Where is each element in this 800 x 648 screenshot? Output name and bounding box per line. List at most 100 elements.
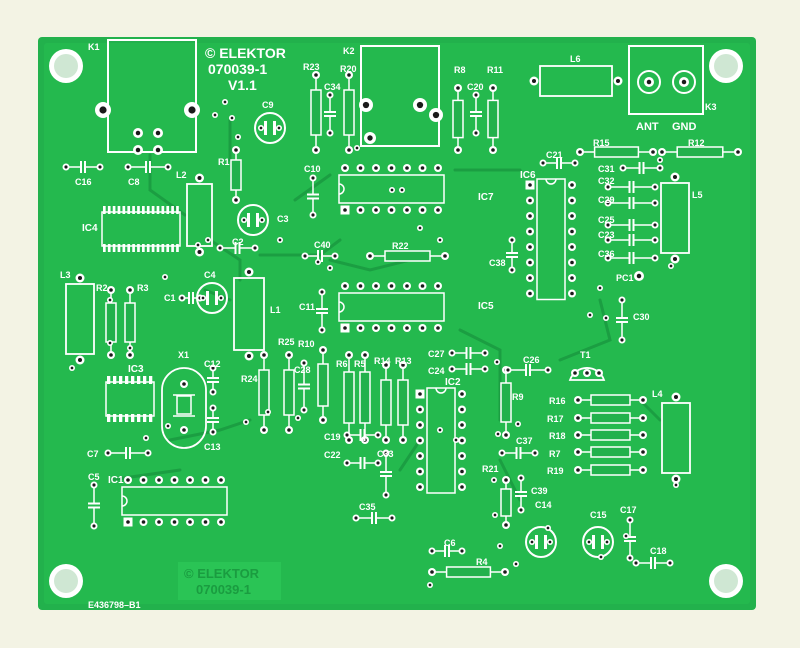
resistor-r23: R23 <box>303 62 322 154</box>
capacitor-c17: C17 <box>620 505 637 562</box>
label-c38: C38 <box>489 258 506 268</box>
label-r17: R17 <box>547 414 564 424</box>
title-block: © ELEKTOR 070039-1 V1.1 <box>205 45 286 93</box>
label-c12: C12 <box>204 359 221 369</box>
resistor-r15: R15 <box>576 138 657 158</box>
resistor-r21: R21 <box>482 464 512 529</box>
label-l6: L6 <box>570 54 581 64</box>
label-c10: C10 <box>304 164 321 174</box>
electrolytic-c14: C14 <box>525 500 557 558</box>
label-ic4: IC4 <box>82 223 98 234</box>
electrolytic-c3: C3 <box>237 204 289 236</box>
label-pc1: PC1 <box>616 273 634 283</box>
vias <box>69 99 679 588</box>
capacitor-c16: C16 <box>62 161 104 187</box>
label-t1: T1 <box>580 350 591 360</box>
resistor-r7: R7 <box>549 446 647 459</box>
project-number-top: 070039-1 <box>208 61 267 77</box>
label-r14: R14 <box>374 356 391 366</box>
label-c23: C23 <box>598 230 615 240</box>
transistor-t1: T1 <box>568 350 606 381</box>
label-r3: R3 <box>137 283 149 293</box>
project-number-bottom: 070039-1 <box>196 582 251 597</box>
ic-ic1: IC1 <box>108 475 228 527</box>
capacitor-c22: C22 <box>324 450 382 469</box>
capacitor-c21: C21 <box>539 150 579 169</box>
electrolytic-c4: C4 <box>196 270 228 314</box>
capacitor-c26: C26 <box>504 355 552 376</box>
label-c19: C19 <box>324 432 341 442</box>
label-r19: R19 <box>547 466 564 476</box>
pin-pc1: PC1 <box>616 271 644 283</box>
resistor-r18: R18 <box>549 429 647 441</box>
label-c30: C30 <box>633 312 650 322</box>
electrolytic-c9: C9 <box>254 100 286 144</box>
label-r22: R22 <box>392 241 409 251</box>
resistor-r13: R13 <box>395 356 412 444</box>
connector-k2: K2 <box>343 45 443 147</box>
label-c39: C39 <box>531 486 548 496</box>
label-r4: R4 <box>476 557 488 567</box>
resistor-r12: R12 <box>658 138 742 158</box>
label-c24: C24 <box>428 366 445 376</box>
crystal-x1: X1 <box>161 350 207 449</box>
label-c18: C18 <box>650 546 667 556</box>
label-c6: C6 <box>444 538 456 548</box>
inductor-l4: L4 <box>652 389 691 484</box>
capacitor-c32: C32 <box>598 176 659 193</box>
label-c7: C7 <box>87 449 99 459</box>
copyright-bottom: © ELEKTOR <box>184 566 260 581</box>
capacitor-c37: C37 <box>498 436 539 459</box>
label-r10: R10 <box>298 339 315 349</box>
resistor-r22: R22 <box>366 241 449 262</box>
label-c3: C3 <box>277 214 289 224</box>
capacitor-c27: C27 <box>428 347 489 359</box>
label-l3: L3 <box>60 270 71 280</box>
label-k3: K3 <box>705 102 717 112</box>
inductor-l3: L3 <box>60 270 95 365</box>
label-ic5: IC5 <box>478 301 494 312</box>
ic-ic5: IC5 <box>338 282 494 333</box>
capacitor-c8: C8 <box>124 161 172 187</box>
label-r1: R1 <box>218 157 230 167</box>
label-ant: ANT <box>636 121 659 133</box>
capacitor-c34: C34 <box>324 82 341 137</box>
capacitor-c5: C5 <box>88 472 100 530</box>
capacitor-c29: C29 <box>598 195 659 209</box>
label-r2: R2 <box>96 283 108 293</box>
resistor-r3: R3 <box>124 283 149 359</box>
label-gnd: GND <box>672 121 697 133</box>
resistor-r16: R16 <box>549 394 647 406</box>
label-r6: R6 <box>336 359 348 369</box>
capacitor-c31: C31 <box>598 162 664 174</box>
label-c14: C14 <box>535 500 552 510</box>
label-c31: C31 <box>598 164 615 174</box>
ic-ic7: IC7 <box>338 164 494 215</box>
capacitor-c38: C38 <box>489 236 518 274</box>
label-c22: C22 <box>324 450 341 460</box>
capacitor-c19: C19 <box>324 429 382 442</box>
label-c2: C2 <box>232 237 244 247</box>
ic-ic4: IC4 <box>82 206 181 252</box>
resistor-r11: R11 <box>487 65 503 154</box>
capacitor-c30: C30 <box>616 296 650 344</box>
resistor-r14: R14 <box>374 356 392 444</box>
label-l1: L1 <box>270 305 281 315</box>
capacitor-c20: C20 <box>467 82 484 137</box>
copyright-top: © ELEKTOR <box>205 45 286 61</box>
resistor-r6: R6 <box>336 351 355 444</box>
label-c5: C5 <box>88 472 100 482</box>
label-r11: R11 <box>487 65 503 75</box>
label-c33: C33 <box>377 449 394 459</box>
label-l2: L2 <box>176 170 187 180</box>
label-c34: C34 <box>324 82 341 92</box>
label-k1: K1 <box>88 42 100 52</box>
capacitor-c13: C13 <box>204 404 221 452</box>
inductor-l6: L6 <box>529 54 623 97</box>
resistor-r4: R4 <box>428 557 509 578</box>
label-r8: R8 <box>454 65 466 75</box>
capacitor-c33: C33 <box>377 449 394 499</box>
label-r25: R25 <box>278 337 295 347</box>
